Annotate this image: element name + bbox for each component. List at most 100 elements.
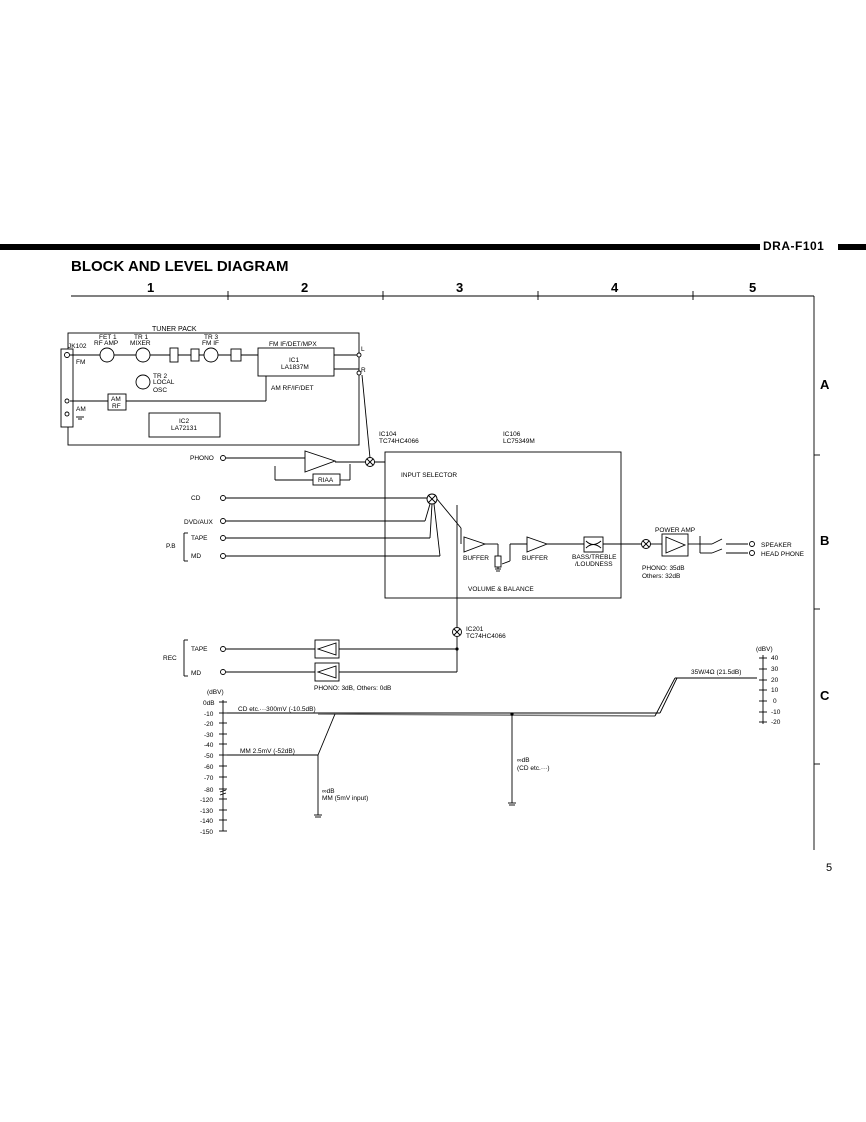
ic1-block	[257, 347, 335, 377]
ceramic-filter-symbol	[230, 348, 242, 362]
transformer-symbol	[169, 347, 179, 363]
header-rule-end	[838, 244, 866, 250]
am-label: AM	[76, 406, 86, 413]
phono-input-label: PHONO	[190, 455, 214, 462]
row-label-c: C	[820, 688, 830, 703]
right-scale-unit: (dBV)	[756, 646, 773, 653]
left-tick-7: -70	[204, 775, 214, 782]
output-level-label: 35W/4Ω (21.5dB)	[691, 669, 741, 676]
output-l-label: L	[361, 346, 365, 353]
left-tick-9: -120	[200, 797, 213, 804]
ic104-name: IC104	[379, 431, 397, 438]
right-tick-2: 20	[771, 677, 779, 684]
column-label-4: 4	[611, 280, 619, 295]
tuner-pack: TUNER PACK JK102 FM AM FET 1 RF AMP TR 1…	[60, 326, 366, 446]
fm-if-label: FM IF/DET/MPX	[269, 341, 317, 348]
ic1-part: LA1837M	[281, 364, 309, 371]
mm-input-label: MM (5mV input)	[322, 795, 368, 802]
pb-tape-label: TAPE	[191, 535, 208, 542]
tone-label2: /LOUDNESS	[575, 561, 613, 568]
buffer1-label: BUFFER	[463, 555, 489, 562]
page-title: BLOCK AND LEVEL DIAGRAM	[71, 258, 289, 275]
speaker-output-label: SPEAKER	[761, 542, 792, 549]
pb-label: P.B	[166, 543, 176, 550]
rec-tape-buffer	[314, 639, 340, 659]
ic106-part: LC75349M	[503, 438, 535, 445]
left-tick-3: -30	[204, 732, 214, 739]
right-tick-0: 40	[771, 655, 779, 662]
right-tick-1: 30	[771, 666, 779, 673]
rec-tape-label: TAPE	[191, 646, 208, 653]
right-tick-3: 10	[771, 687, 779, 694]
cd-infinity-label: (CD etc.···)	[517, 765, 550, 772]
tr1-desc: MIXER	[130, 340, 151, 347]
rec-out-stage: IC201 TC74HC4066 REC TAPE MD PHONO: 3dB,…	[163, 505, 506, 692]
buffer2-label: BUFFER	[522, 555, 548, 562]
ic106-name: IC106	[503, 431, 521, 438]
buffer2-symbol	[526, 536, 549, 553]
right-tick-4: 0	[773, 698, 777, 705]
left-tick-0: 0dB	[203, 700, 215, 707]
am-box-label2: RF	[112, 403, 121, 410]
rec-md-label: MD	[191, 670, 201, 677]
ic106-block: IC106 LC75349M INPUT SELECTOR BUFFER BUF…	[384, 431, 642, 599]
right-tick-6: -20	[771, 719, 781, 726]
am-rf-label: AM RF/IF/DET	[271, 385, 314, 392]
ic201-part: TC74HC4066	[466, 633, 506, 640]
column-label-3: 3	[456, 280, 463, 295]
tr1-symbol	[135, 347, 151, 363]
left-tick-10: -130	[200, 808, 213, 815]
power-amp-stage: POWER AMP PHONO: 35dB Others: 32dB SPEAK…	[641, 527, 805, 580]
right-tick-5: -10	[771, 709, 781, 716]
ic2-part: LA72131	[171, 425, 197, 432]
fet1-symbol	[99, 347, 115, 363]
ic1-name: IC1	[289, 357, 300, 364]
level-scale-right: (dBV) 40 30 20 10 0 -10 -20	[756, 646, 781, 726]
tr3-desc: FM IF	[202, 340, 219, 347]
column-label-1: 1	[147, 280, 154, 295]
tr2-desc1: LOCAL	[153, 379, 175, 386]
buffer1-symbol	[463, 536, 487, 553]
column-label-5: 5	[749, 280, 756, 295]
grid-frame: 1 2 3 4 5 A B C	[71, 280, 830, 850]
pb-md-label: MD	[191, 553, 201, 560]
left-tick-4: -40	[204, 742, 214, 749]
row-label-b: B	[820, 533, 829, 548]
left-tick-5: -50	[204, 753, 214, 760]
tr3-label: TR 3	[204, 334, 218, 341]
header-rule	[0, 244, 760, 250]
left-tick-11: -140	[200, 818, 213, 825]
ic2-name: IC2	[179, 418, 190, 425]
power-amp-label: POWER AMP	[655, 527, 695, 534]
fm-label: FM	[76, 359, 85, 366]
mm-level-label: MM 2.5mV (-52dB)	[240, 748, 295, 755]
riaa-block	[312, 473, 341, 486]
cd-input-label: CD	[191, 495, 201, 502]
filter-symbol	[190, 348, 200, 362]
ic2-block	[148, 412, 221, 438]
left-tick-1: -10	[204, 711, 214, 718]
headphone-output-label: HEAD PHONE	[761, 551, 805, 558]
volume-pot-symbol	[494, 555, 502, 568]
rec-label: REC	[163, 655, 177, 662]
input-selector-label: INPUT SELECTOR	[401, 472, 457, 479]
left-scale-unit: (dBV)	[207, 689, 224, 696]
tr3-symbol	[203, 347, 219, 363]
left-tick-12: -150	[200, 829, 213, 836]
riaa-label: RIAA	[318, 477, 334, 484]
rec-md-buffer	[314, 662, 340, 682]
left-tick-8: -80	[204, 787, 214, 794]
tr2-symbol	[135, 374, 151, 390]
am-rf-block	[107, 393, 127, 411]
tr2-label: TR 2	[153, 373, 167, 380]
level-scale-left: (dBV) 0dB -10 -20 -30 -40 -50 -60 -70 -8…	[200, 689, 227, 836]
left-tick-6: -60	[204, 764, 214, 771]
phono-gain-label: PHONO: 35dB	[642, 565, 685, 572]
ic201-name: IC201	[466, 626, 484, 633]
fet1-desc: RF AMP	[94, 340, 118, 347]
tuner-pack-label: TUNER PACK	[152, 326, 197, 333]
output-r-label: R	[361, 367, 366, 374]
left-tick-2: -20	[204, 721, 214, 728]
